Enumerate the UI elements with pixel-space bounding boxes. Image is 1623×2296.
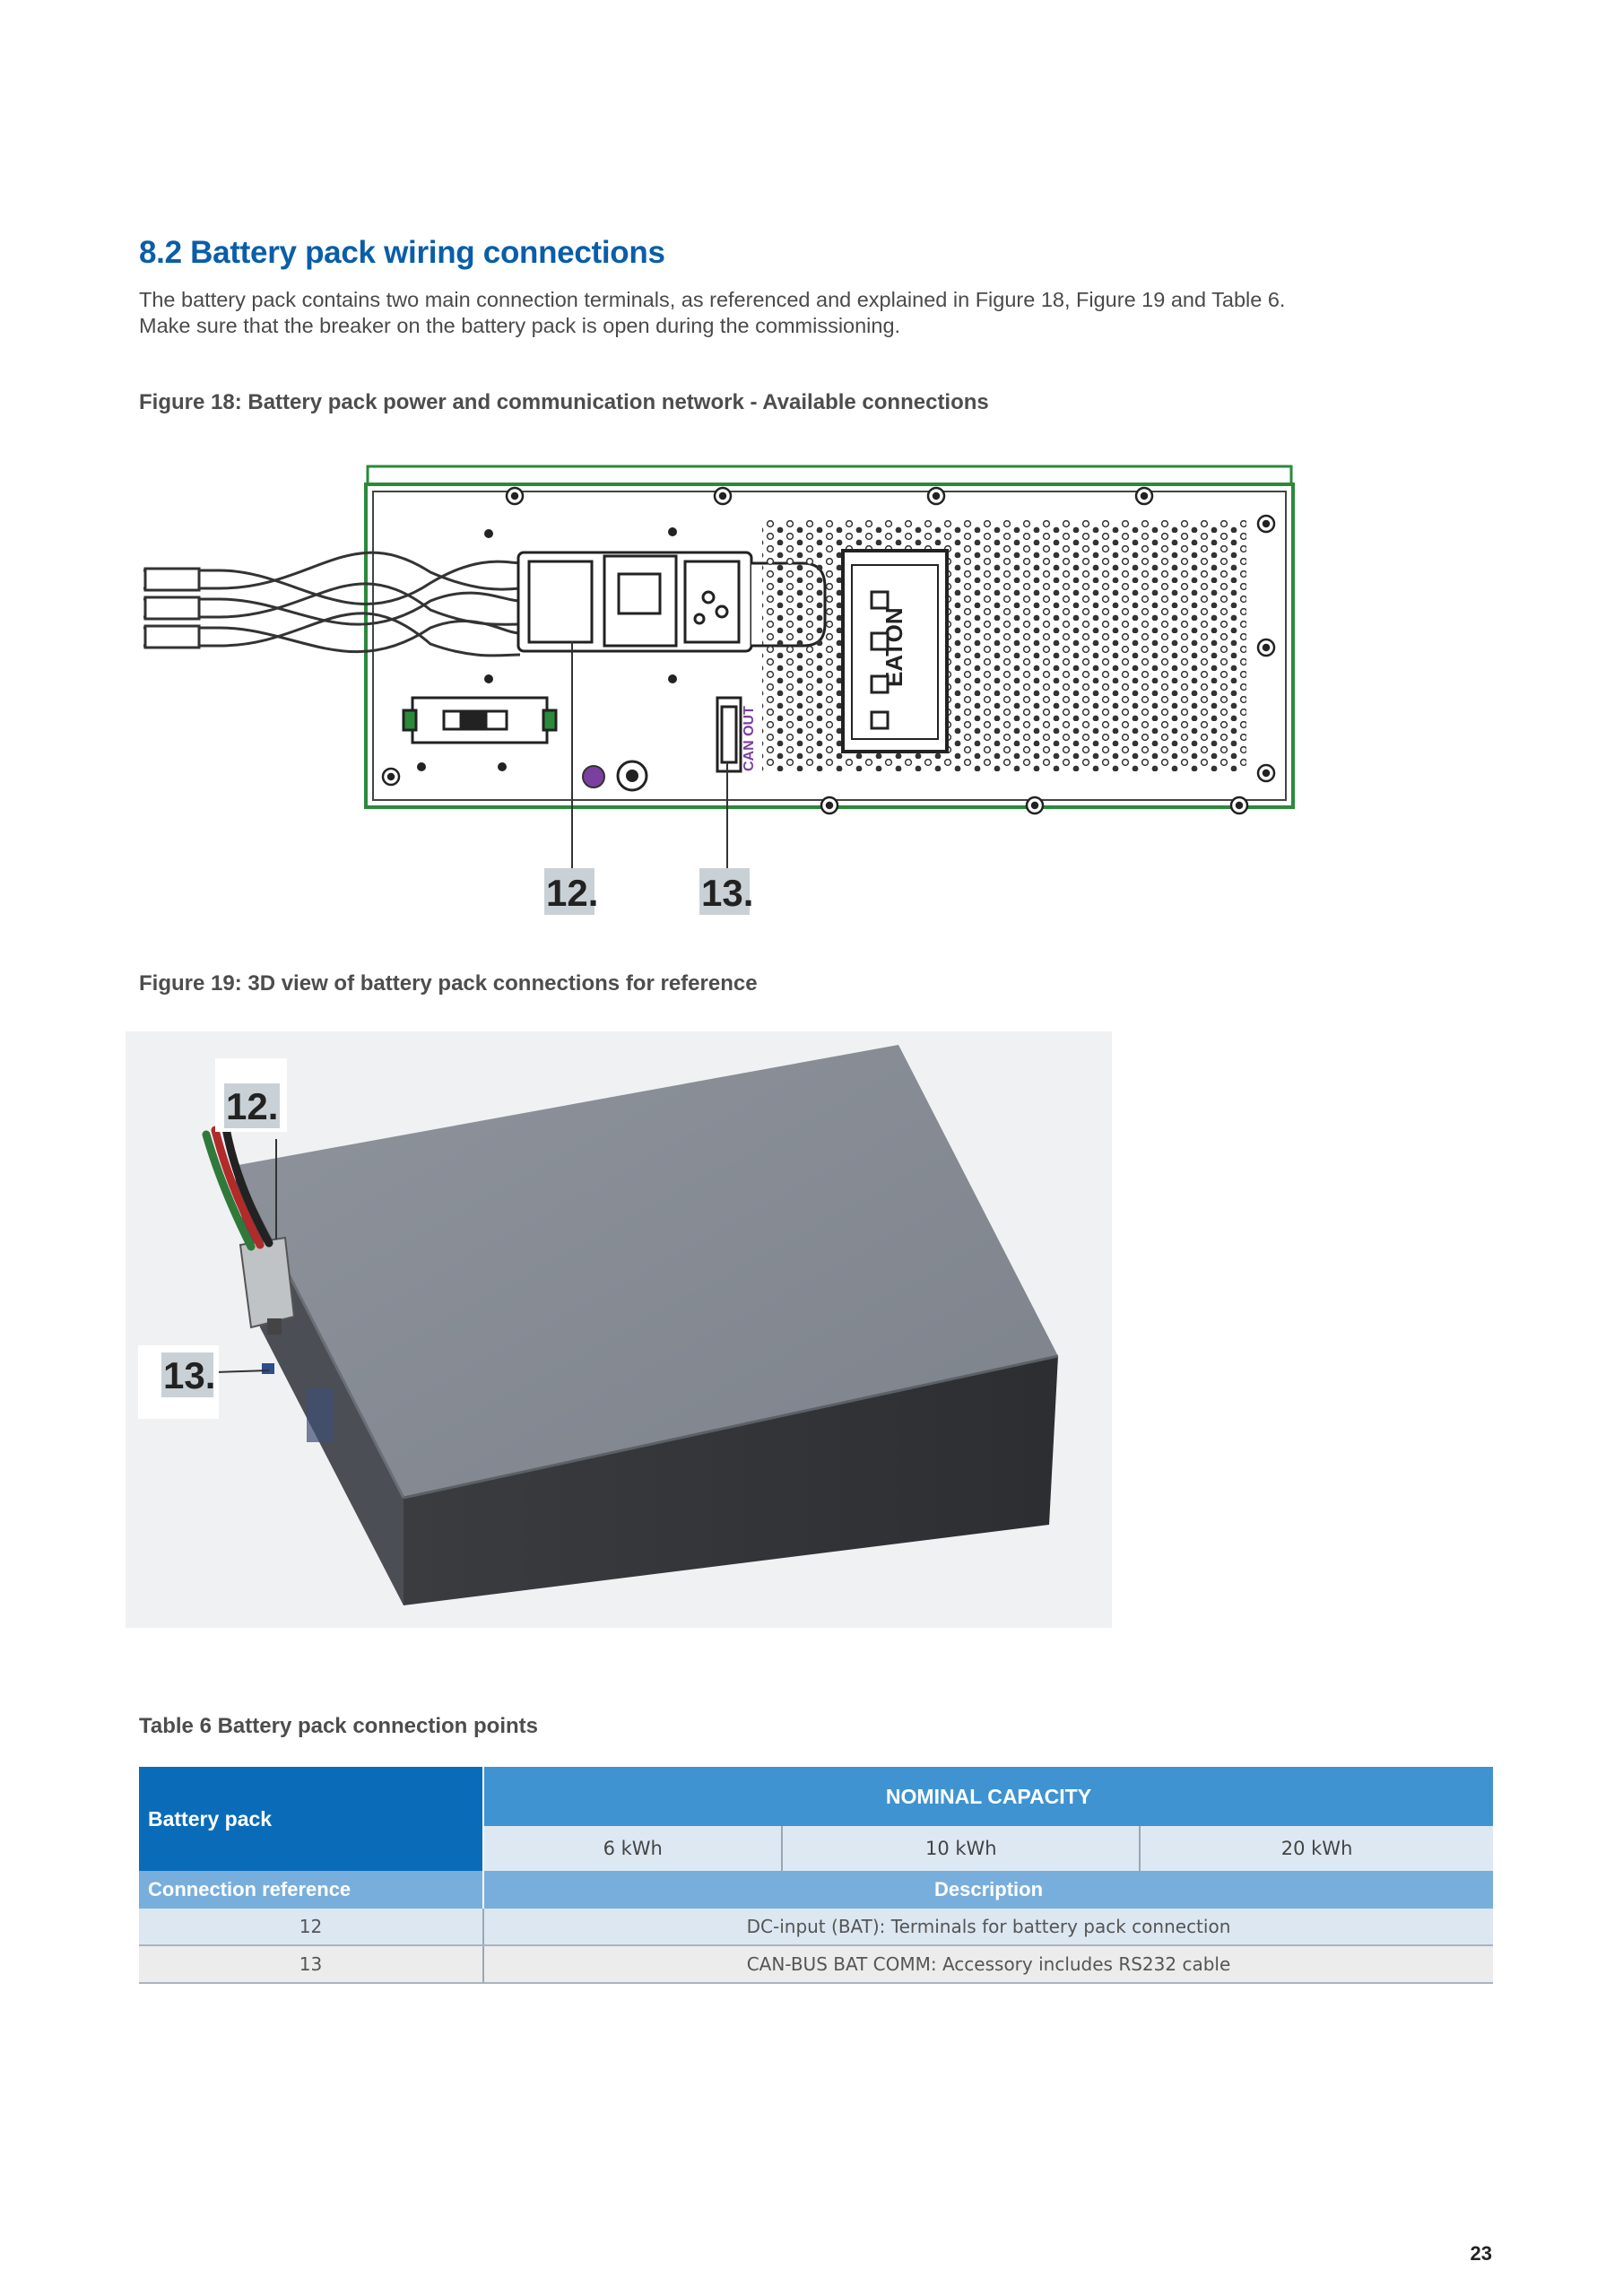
callout-12: 12. (544, 868, 598, 915)
can-port (716, 696, 742, 773)
capacity-10kwh: 10 kWh (781, 1826, 1141, 1871)
3d-terminal-block (239, 1236, 334, 1442)
table-row: 13 CAN-BUS BAT COMM: Accessory includes … (139, 1945, 1493, 1984)
figure-18-front-panel-drawing: CAN OUT EATON 12. 13. (143, 465, 1295, 915)
section-heading: 8.2 Battery pack wiring connections (139, 235, 665, 270)
svg-text:12.: 12. (226, 1085, 278, 1127)
subheader-connection-reference: Connection reference (139, 1871, 484, 1909)
figure-19-3d-render: 12. 13. (126, 1031, 1112, 1628)
svg-text:13.: 13. (701, 872, 753, 914)
can-out-label: CAN OUT (742, 706, 757, 771)
breaker (402, 696, 558, 744)
svg-text:13.: 13. (163, 1354, 215, 1396)
row-ref: 13 (139, 1945, 484, 1984)
row-description: DC-input (BAT): Terminals for battery pa… (483, 1909, 1493, 1946)
row-ref: 12 (139, 1909, 484, 1946)
eaton-label-panel: EATON (841, 549, 949, 753)
table-6-caption: Table 6 Battery pack connection points (139, 1714, 538, 1738)
header-nominal-capacity: NOMINAL CAPACITY (483, 1767, 1493, 1826)
subheader-description: Description (483, 1871, 1493, 1909)
capacity-6kwh: 6 kWh (483, 1826, 783, 1871)
dc-cables (143, 551, 521, 657)
figure-19-caption: Figure 19: 3D view of battery pack conne… (139, 971, 758, 996)
page-number: 23 (1470, 2242, 1492, 2265)
intro-paragraph: The battery pack contains two main conne… (139, 287, 1502, 339)
callout-13: 13. (699, 868, 753, 915)
3d-cables (202, 1124, 273, 1251)
top-screws (381, 486, 1276, 815)
3d-callout-12: 12. (215, 1058, 287, 1132)
3d-callout-13: 13. (138, 1345, 219, 1419)
capacity-20kwh: 20 kWh (1139, 1826, 1493, 1871)
intro-line-1: The battery pack contains two main conne… (139, 288, 1286, 311)
connection-points-table: Battery pack NOMINAL CAPACITY 6 kWh 10 k… (139, 1767, 1493, 1984)
table-row: 12 DC-input (BAT): Terminals for battery… (139, 1909, 1493, 1946)
header-battery-pack: Battery pack (139, 1767, 484, 1871)
intro-line-2: Make sure that the breaker on the batter… (139, 314, 901, 337)
svg-text:12.: 12. (546, 872, 598, 914)
figure-18-caption: Figure 18: Battery pack power and commun… (139, 390, 989, 414)
row-description: CAN-BUS BAT COMM: Accessory includes RS2… (483, 1945, 1493, 1984)
